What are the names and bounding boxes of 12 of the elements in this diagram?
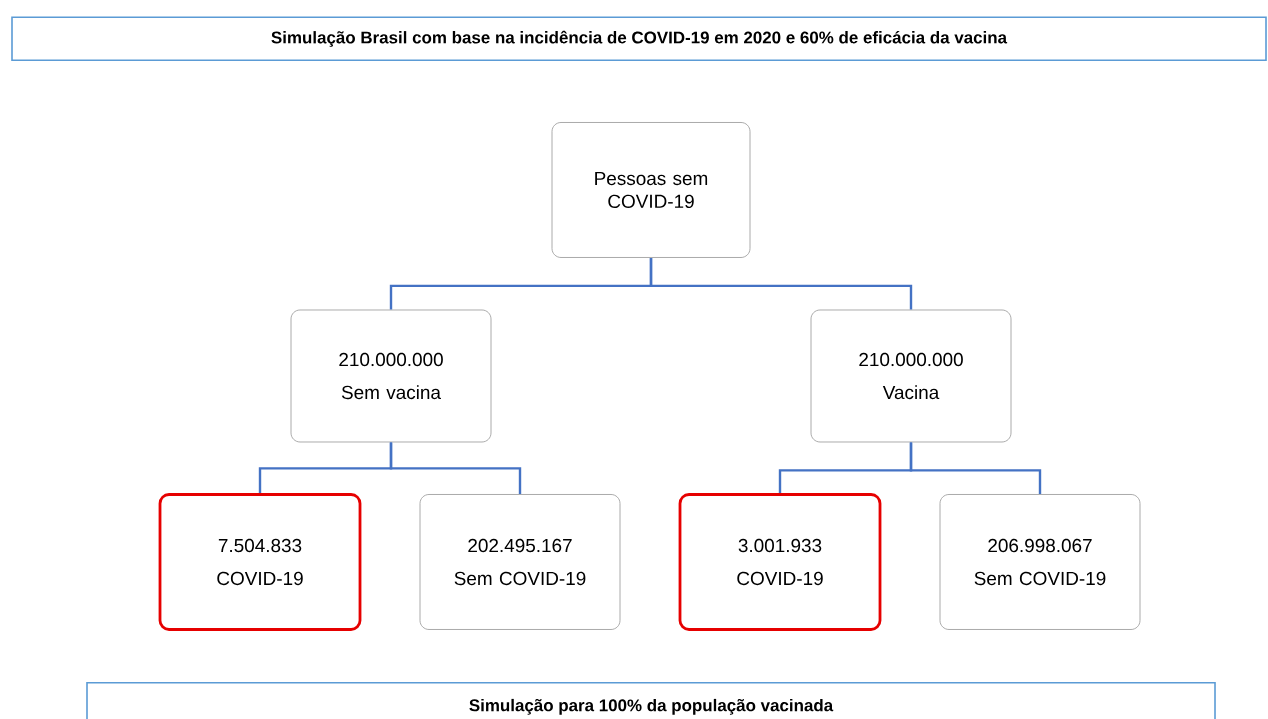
connector [909, 442, 1042, 495]
heading-box: Simulação para 100% da população vacinada [86, 682, 1216, 719]
count-box: 210.000.000 Vacina [810, 309, 1012, 443]
connector [389, 442, 522, 495]
heading-box: Simulação Brasil com base na incidência de COVID-19 em 2020 e 60% de eficácia da vacina [11, 16, 1267, 62]
connector [649, 257, 913, 310]
count-box: 210.000.000 Sem vacina [290, 309, 492, 443]
highlighted-count-box: 7.504.833 COVID-19 [158, 493, 362, 631]
count-box: Pessoas sem COVID-19 [551, 122, 751, 258]
count-box: 206.998.067 Sem COVID-19 [939, 494, 1141, 630]
highlighted-count-box: 3.001.933 COVID-19 [678, 493, 882, 631]
count-box: 202.495.167 Sem COVID-19 [419, 494, 621, 630]
